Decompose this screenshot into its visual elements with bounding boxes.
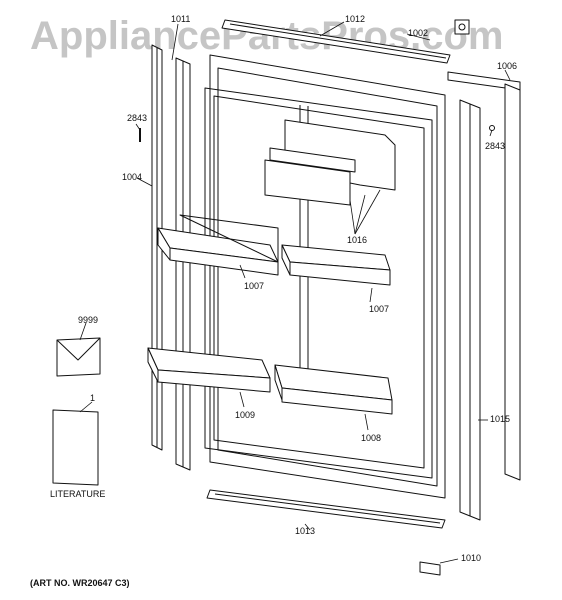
callout-1: 1 bbox=[90, 393, 96, 403]
callout-1012: 1012 bbox=[345, 14, 366, 24]
callout-1007-left: 1007 bbox=[244, 281, 265, 291]
callout-1006: 1006 bbox=[497, 61, 518, 71]
gasket-strip bbox=[447, 71, 521, 481]
upper-right-bin bbox=[281, 244, 391, 286]
callout-1004: 1004 bbox=[122, 172, 143, 182]
callout-1009: 1009 bbox=[235, 410, 256, 420]
art-number: (ART NO. WR20647 C3) bbox=[30, 578, 130, 588]
callout-1016: 1016 bbox=[347, 235, 368, 245]
callout-1007-right: 1007 bbox=[369, 304, 390, 314]
callout-1008: 1008 bbox=[361, 433, 382, 443]
hinge-part bbox=[454, 19, 470, 35]
callout-2843-right: 2843 bbox=[485, 141, 506, 151]
literature-booklet-icon bbox=[52, 409, 99, 486]
left-inner-trim bbox=[175, 57, 191, 471]
callout-1010: 1010 bbox=[461, 553, 482, 563]
callout-9999: 9999 bbox=[78, 315, 99, 325]
small-bracket bbox=[419, 561, 441, 576]
literature-label: LITERATURE bbox=[50, 489, 106, 499]
right-trim-strip bbox=[459, 99, 481, 521]
bottom-trim-bar bbox=[206, 489, 446, 529]
lower-left-bin bbox=[147, 347, 271, 393]
callout-1015: 1015 bbox=[490, 414, 511, 424]
screw-right bbox=[489, 125, 495, 131]
envelope-icon bbox=[56, 337, 101, 377]
callout-1011: 1011 bbox=[171, 14, 191, 24]
lower-right-bin bbox=[274, 364, 393, 415]
leader-lines bbox=[79, 21, 511, 564]
callout-1002: 1002 bbox=[408, 28, 429, 38]
top-bin-assembly bbox=[264, 119, 396, 206]
callout-1013: 1013 bbox=[295, 526, 316, 536]
upper-left-bin bbox=[157, 214, 279, 276]
top-trim-bar bbox=[221, 19, 451, 64]
callout-2843-left: 2843 bbox=[127, 113, 148, 123]
